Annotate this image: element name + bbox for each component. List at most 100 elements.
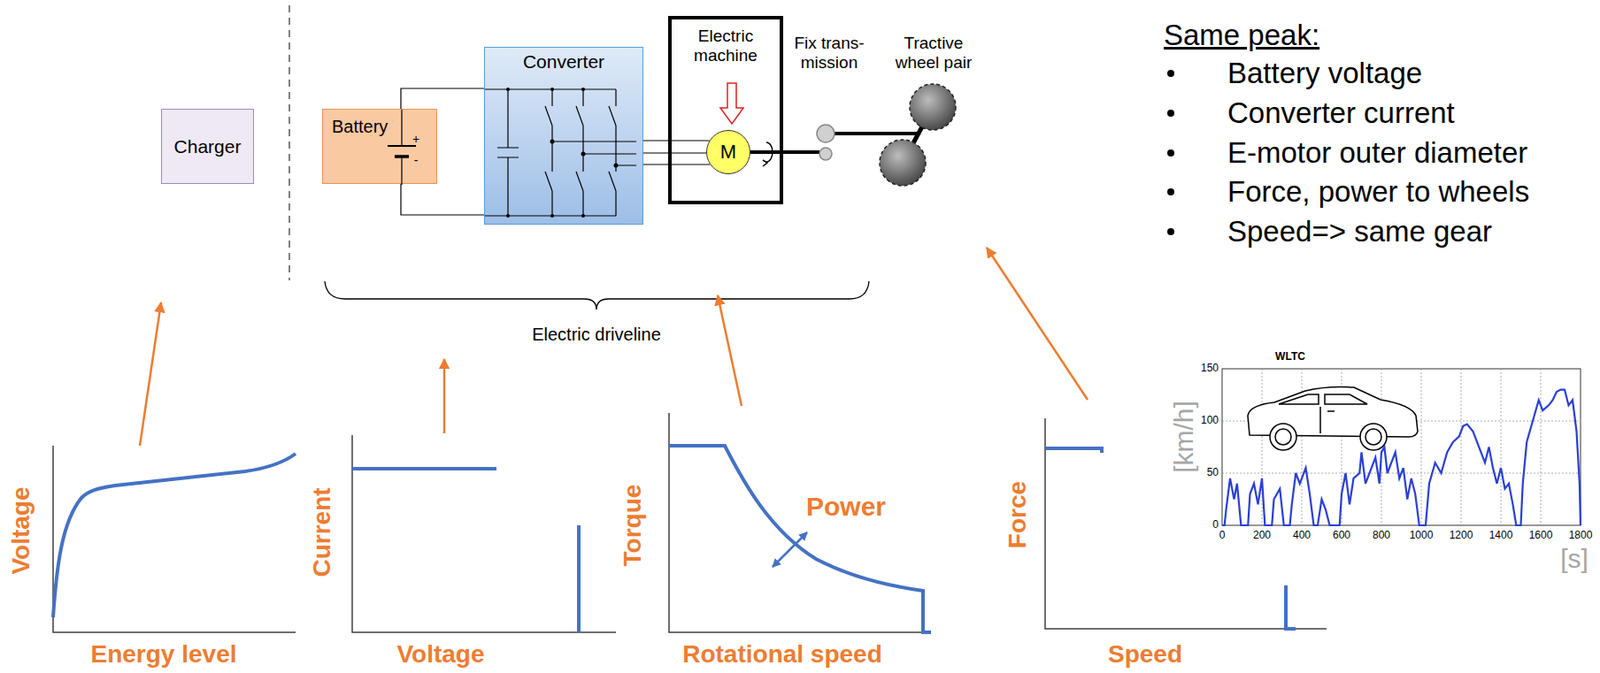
tick-label: 50	[1207, 467, 1219, 480]
car-icon	[1247, 387, 1418, 452]
chart-axes	[53, 446, 296, 633]
system-border	[289, 5, 291, 281]
inverter-circuit	[581, 152, 586, 157]
inverter-circuit	[497, 89, 519, 216]
bullet-dot	[1167, 188, 1175, 196]
note-heading: Same peak:	[1163, 18, 1320, 53]
drivetrain	[816, 124, 835, 143]
inverter-circuit	[614, 163, 619, 169]
tick-label: 1800	[1569, 530, 1593, 543]
inverter-circuit	[576, 89, 637, 216]
drivetrain	[879, 139, 926, 186]
axis-label: Energy level	[91, 640, 238, 670]
characteristic-curve	[53, 446, 1296, 633]
motor-circle: M	[706, 130, 751, 175]
unit-label: [km/h]	[1170, 400, 1198, 474]
inverter-circuit	[506, 87, 510, 92]
inverter-circuit	[581, 87, 585, 92]
axis-label: Force	[1003, 481, 1032, 549]
battery-box: Battery	[322, 108, 438, 185]
wire	[400, 184, 485, 216]
inverter-circuit	[608, 89, 637, 216]
note-item: Battery voltage	[1227, 56, 1423, 91]
tick-label: 1600	[1529, 530, 1554, 543]
part-name: Fix trans- mission	[787, 33, 872, 73]
mapping-arrow	[139, 302, 162, 447]
wltc-plot	[1461, 369, 1462, 526]
characteristic-curve	[1285, 585, 1296, 630]
polarity-sign: -	[414, 153, 419, 168]
tick-label: 1200	[1449, 530, 1474, 543]
focus-arrow	[720, 83, 744, 124]
inverter-circuit	[484, 47, 643, 224]
characteristic-curve	[669, 446, 931, 633]
charger-box: Charger	[161, 108, 254, 185]
speed-trace	[1222, 390, 1581, 526]
inverter-circuit	[506, 214, 510, 218]
mapping-arrow	[717, 295, 742, 407]
chart-title: WLTC	[1275, 351, 1306, 364]
tick-label: 150	[1200, 362, 1219, 376]
characteristic-curve	[352, 467, 497, 471]
wltc-plot	[1540, 369, 1542, 526]
tick-label: 0	[1219, 530, 1226, 543]
machine-box: Electric machineM	[668, 15, 784, 205]
battery-symbol	[394, 154, 409, 159]
inverter-circuit	[545, 89, 637, 216]
note-item: Force, power to wheels	[1227, 175, 1530, 209]
inverter-circuit	[550, 87, 554, 92]
car-icon	[1365, 429, 1382, 446]
drivetrain	[819, 147, 832, 161]
wire	[643, 163, 710, 165]
note-item: Converter current	[1227, 96, 1455, 131]
converter-box: Converter	[484, 46, 644, 225]
axis-label: Speed	[1107, 640, 1183, 670]
inverter-circuit	[484, 89, 616, 216]
tick-label: 1000	[1409, 530, 1434, 543]
note-item: Speed=> same gear	[1227, 215, 1493, 249]
bullet-dot	[1167, 149, 1175, 157]
polarity-sign: +	[412, 131, 420, 147]
drivetrain	[762, 160, 768, 167]
wltc-plot	[1421, 369, 1423, 526]
node-label: M	[720, 140, 737, 164]
driveline-brace	[324, 281, 870, 310]
node-label: Battery	[331, 116, 437, 138]
battery-symbol	[387, 145, 416, 147]
wltc-plot	[1222, 369, 1581, 526]
node-label: Converter	[484, 51, 643, 73]
car-icon	[1269, 423, 1297, 451]
inverter-circuit	[550, 214, 554, 218]
chart-axes	[53, 413, 1327, 633]
inverter-circuit	[550, 139, 555, 145]
car-icon	[1275, 429, 1292, 446]
bullet-dot	[1167, 69, 1175, 77]
node-label: Charger	[174, 136, 242, 158]
wire	[643, 152, 707, 154]
unit-label: [s]	[1560, 546, 1589, 573]
system-border	[288, 5, 291, 281]
axis-label: Voltage	[396, 640, 485, 670]
characteristic-curve	[53, 453, 296, 618]
mapping-arrow	[986, 247, 1088, 400]
driveline-brace	[324, 281, 870, 310]
wltc-plot	[1222, 369, 1581, 526]
characteristic-curve	[772, 532, 808, 568]
tick-label: 800	[1372, 530, 1391, 543]
chart-axes	[352, 435, 616, 633]
tick-label: 600	[1332, 530, 1351, 543]
bullet-dot	[1167, 228, 1175, 236]
car-icon	[1360, 423, 1387, 451]
axis-label: Torque	[618, 484, 647, 568]
tick-label: 200	[1253, 530, 1271, 543]
axis-label: Current	[307, 487, 337, 577]
part-name: Tractive wheel pair	[892, 33, 977, 73]
tick-label: 0	[1212, 519, 1219, 532]
inverter-circuit	[506, 87, 619, 218]
wltc-plot	[1261, 369, 1263, 526]
wltc-plot	[1222, 369, 1581, 526]
chart-axes	[669, 413, 931, 633]
characteristic-curve	[1045, 448, 1102, 454]
battery-symbol	[400, 109, 402, 185]
